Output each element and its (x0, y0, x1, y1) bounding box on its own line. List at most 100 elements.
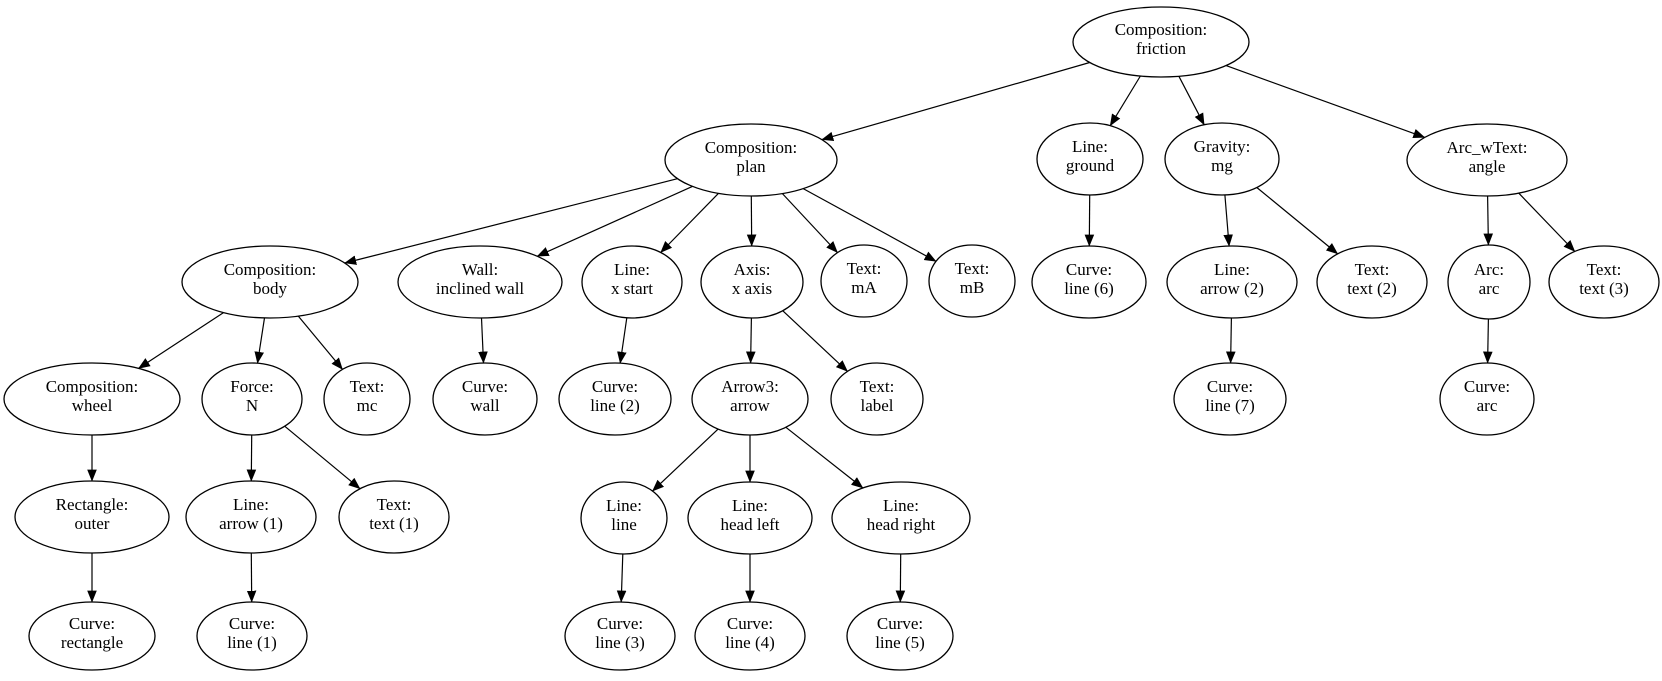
node-text-3: Text:text (3) (1548, 245, 1660, 319)
node-ellipse-head-right (831, 481, 971, 555)
node-label-head-left-line2: head left (721, 515, 780, 534)
node-ellipse-line-2 (558, 362, 672, 436)
node-label-line-line2: line (611, 515, 637, 534)
node-line: Line:line (580, 481, 668, 555)
node-force-n: Force:N (201, 362, 303, 436)
edge-arrow-2-to-line-7 (1226, 317, 1236, 364)
node-arrow3: Arrow3:arrow (691, 362, 809, 436)
node-label: Text:label (830, 362, 924, 436)
node-label-text-1-line2: text (1) (369, 514, 419, 533)
node-ellipse-ground (1036, 122, 1144, 196)
edge-friction-to-angle (1225, 65, 1426, 139)
node-label-text-3-line2: text (3) (1579, 279, 1629, 298)
node-ellipse-text-2 (1316, 245, 1428, 319)
edge-plan-to-inclined-wall (536, 185, 693, 257)
node-label-text-3-line1: Text: (1587, 260, 1622, 279)
node-label-line-5-line1: Curve: (877, 614, 923, 633)
node-label-force-n-line1: Force: (230, 377, 273, 396)
node-label-mc-line2: mc (357, 396, 378, 415)
node-label-line-2-line1: Curve: (592, 377, 638, 396)
node-label-arrow-1-line1: Line: (233, 495, 269, 514)
node-label-arc-line1: Arc: (1474, 260, 1504, 279)
node-label-ma-line2: mA (851, 278, 877, 297)
node-label-line-1-line2: line (1) (227, 633, 277, 652)
node-line-5: Curve:line (5) (846, 601, 954, 671)
node-label-label-line1: Text: (860, 377, 895, 396)
nodes-layer: Composition:frictionComposition:planLine… (3, 6, 1660, 671)
node-friction: Composition:friction (1072, 6, 1250, 78)
edge-body-to-force-n (254, 317, 266, 364)
node-rectangle: Curve:rectangle (28, 601, 156, 671)
node-ellipse-rectangle (28, 601, 156, 671)
node-label-plan-line2: plan (736, 157, 766, 176)
node-x-axis: Axis:x axis (700, 245, 804, 319)
node-label-text-1-line1: Text: (377, 495, 412, 514)
edge-plan-to-ma (781, 193, 838, 254)
node-ellipse-inclined-wall (397, 245, 563, 319)
node-label-ma-line1: Text: (847, 259, 882, 278)
node-label-curve-wall-line1: Curve: (462, 377, 508, 396)
node-label-mc-line1: Text: (350, 377, 385, 396)
node-label-inclined-wall-line2: inclined wall (436, 279, 525, 298)
node-ellipse-arrow-2 (1166, 245, 1298, 319)
node-ellipse-curve-arc (1439, 362, 1535, 436)
edge-angle-to-arc (1483, 195, 1494, 246)
node-label-line-6-line2: line (6) (1064, 279, 1114, 298)
node-ellipse-x-axis (700, 245, 804, 319)
edge-angle-to-text-3 (1518, 192, 1576, 252)
node-label-arrow-2-line1: Line: (1214, 260, 1250, 279)
node-label-ground-line1: Line: (1072, 137, 1108, 156)
node-label-curve-arc-line1: Curve: (1464, 377, 1510, 396)
node-label-rectangle-line1: Curve: (69, 614, 115, 633)
node-mb: Text:mB (928, 244, 1016, 318)
node-curve-arc: Curve:arc (1439, 362, 1535, 436)
node-plan: Composition:plan (664, 123, 838, 197)
node-label-line-3-line2: line (3) (595, 633, 645, 652)
node-label-friction-line1: Composition: (1115, 20, 1208, 39)
node-label-force-n-line2: N (246, 396, 258, 415)
node-label-line-4-line1: Curve: (727, 614, 773, 633)
node-ma: Text:mA (820, 244, 908, 318)
node-label-arrow-1-line2: arrow (1) (219, 514, 283, 533)
edge-friction-to-plan (821, 61, 1090, 142)
node-label-arrow3-line2: arrow (730, 396, 770, 415)
node-ellipse-mb (928, 244, 1016, 318)
node-arrow-2: Line:arrow (2) (1166, 245, 1298, 319)
node-line-2: Curve:line (2) (558, 362, 672, 436)
edge-friction-to-ground (1109, 75, 1141, 127)
node-line-6: Curve:line (6) (1031, 245, 1147, 319)
node-label-head-left-line1: Line: (732, 496, 768, 515)
node-ellipse-plan (664, 123, 838, 197)
node-head-right: Line:head right (831, 481, 971, 555)
node-ellipse-line-3 (564, 601, 676, 671)
node-arc: Arc:arc (1447, 244, 1531, 320)
node-label-text-2-line1: Text: (1355, 260, 1390, 279)
edge-body-to-mc (297, 315, 343, 370)
node-label-inclined-wall-line1: Wall: (462, 260, 498, 279)
node-label-angle-line2: angle (1469, 157, 1506, 176)
node-label-arrow3-line1: Arrow3: (721, 377, 779, 396)
node-mg: Gravity:mg (1164, 122, 1280, 196)
edge-x-start-to-line-2 (617, 317, 628, 364)
node-wheel: Composition:wheel (3, 362, 181, 436)
node-label-wheel-line2: wheel (72, 396, 113, 415)
node-mc: Text:mc (323, 362, 411, 436)
node-label-label-line2: label (860, 396, 893, 415)
edges-layer (87, 61, 1576, 603)
node-label-outer-line2: outer (75, 514, 110, 533)
node-ellipse-ma (820, 244, 908, 318)
edge-body-to-wheel (137, 312, 224, 369)
node-text-1: Text:text (1) (338, 480, 450, 554)
node-arrow-1: Line:arrow (1) (185, 480, 317, 554)
node-label-rectangle-line2: rectangle (61, 633, 123, 652)
node-ellipse-mc (323, 362, 411, 436)
node-ellipse-mg (1164, 122, 1280, 196)
node-label-x-start-line2: x start (611, 279, 653, 298)
node-outer: Rectangle:outer (14, 480, 170, 554)
edge-plan-to-mb (802, 188, 937, 262)
node-ellipse-x-start (581, 245, 683, 319)
node-label-line-4-line2: line (4) (725, 633, 775, 652)
edge-arrow3-to-line (652, 428, 719, 492)
edge-mg-to-text-2 (1256, 187, 1339, 255)
